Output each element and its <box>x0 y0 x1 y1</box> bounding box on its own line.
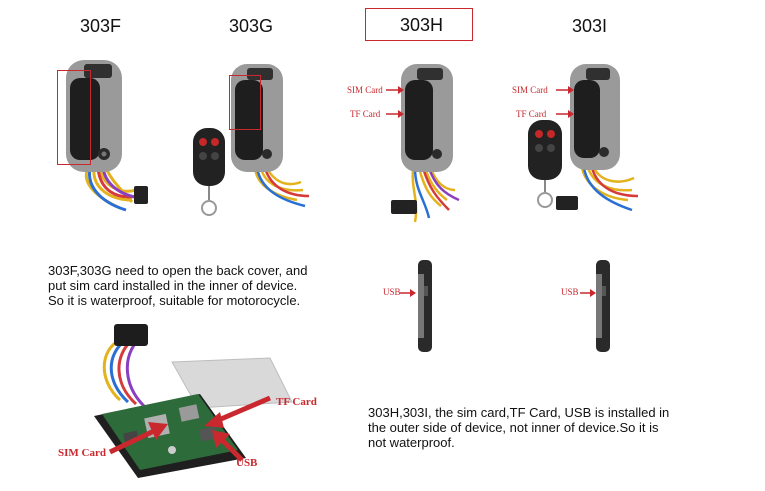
device-303g-image <box>193 64 310 216</box>
callout-303i-sim: SIM Card <box>512 85 548 95</box>
callout-303h-sim: SIM Card <box>347 85 383 95</box>
arrow-303h-sim <box>386 86 404 94</box>
device-303i-image <box>528 64 639 212</box>
callout-303h-usb: USB <box>383 287 401 297</box>
device-303h-image <box>391 64 460 223</box>
device-303f-image <box>66 60 148 212</box>
model-title-303f: 303F <box>80 16 122 36</box>
callout-303h-tf: TF Card <box>350 109 381 119</box>
device-303h-side-image <box>418 260 432 352</box>
note-303h-303i: 303H,303I, the sim card,TF Card, USB is … <box>368 405 670 450</box>
note-303f-303g: 303F,303G need to open the back cover, a… <box>48 263 308 308</box>
circuit-board-image <box>94 324 293 478</box>
callout-303i-usb: USB <box>561 287 579 297</box>
model-title-303i: 303I <box>572 16 608 36</box>
arrow-303h-tf <box>386 110 404 118</box>
arrow-303i-usb <box>580 289 596 297</box>
callout-303i-tf: TF Card <box>516 109 547 119</box>
device-303g-marker <box>229 75 261 130</box>
model-title-303h: 303H <box>400 15 444 35</box>
callout-board-tf: TF Card <box>276 396 317 408</box>
arrow-303i-tf <box>556 110 574 118</box>
model-title-303h-box <box>365 8 473 41</box>
callout-board-sim: SIM Card <box>58 447 106 459</box>
arrow-303h-usb <box>400 289 416 297</box>
model-title-303g: 303G <box>229 16 274 36</box>
arrow-board-tf <box>204 395 271 428</box>
arrow-303i-sim <box>556 86 574 94</box>
arrow-board-usb <box>212 430 244 462</box>
arrow-board-sim <box>108 422 168 455</box>
device-303i-side-image <box>596 260 610 352</box>
callout-board-usb: USB <box>236 457 258 469</box>
device-303f-marker <box>57 70 91 165</box>
